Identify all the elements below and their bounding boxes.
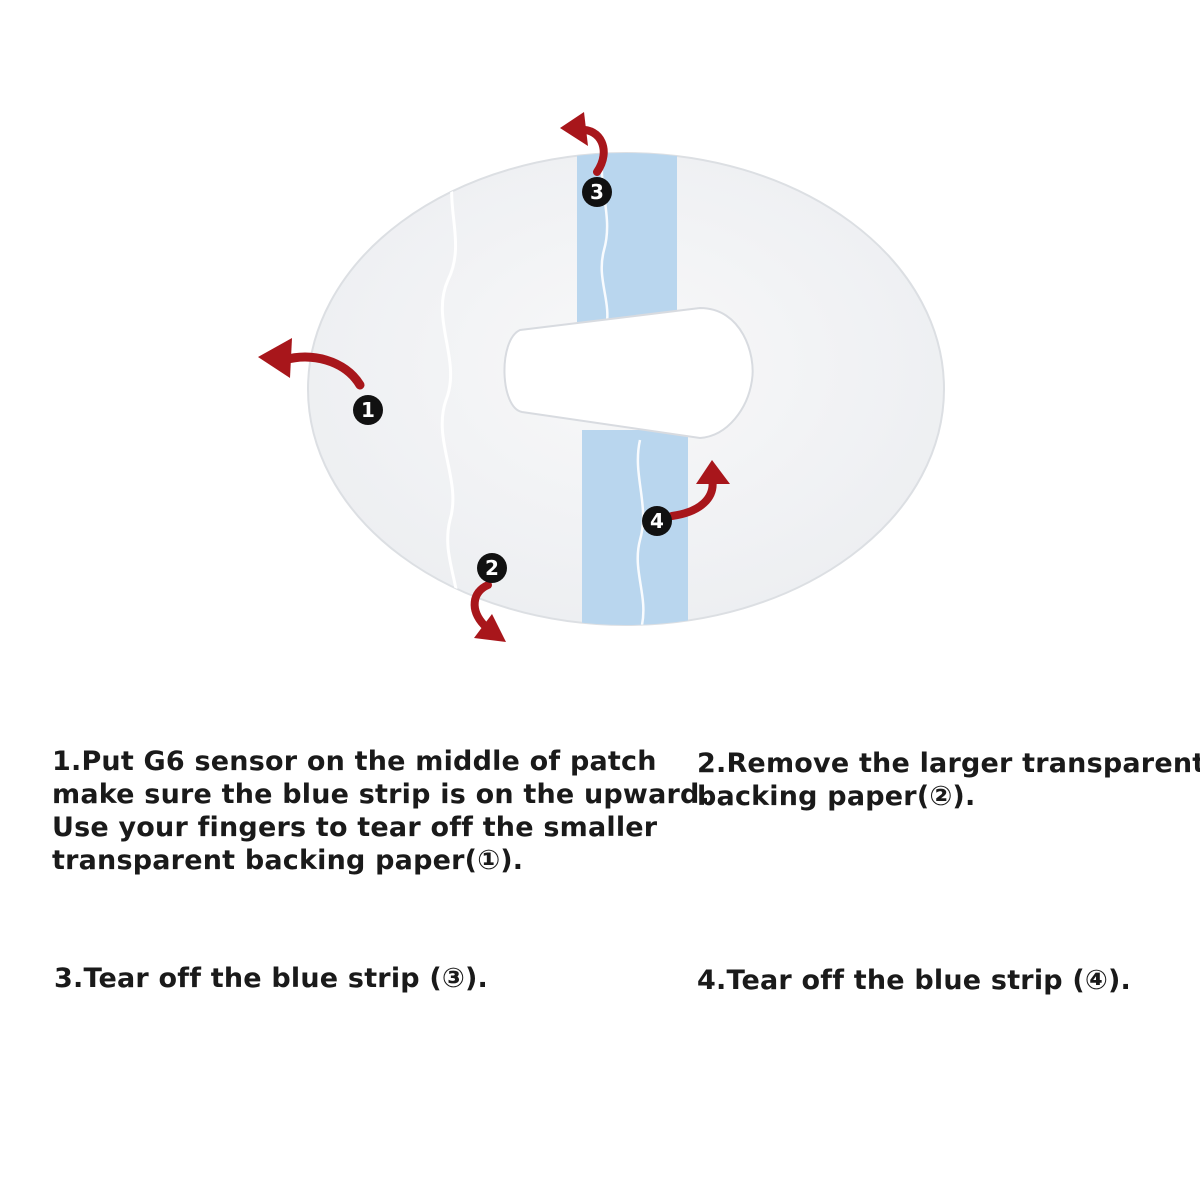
instruction-line: make sure the blue strip is on the upwar… [52,779,710,810]
blue-strip-top [577,153,677,335]
seam-line-left [440,159,461,625]
instruction-step-4: 4.Tear off the blue strip (④). [697,964,1131,997]
seam-line-strip-bottom [636,439,645,625]
instruction-line: 3.Tear off the blue strip (③). [54,963,488,994]
sensor-hole [503,306,754,440]
adhesive-patch [307,152,945,626]
number-badge-3: 3 [582,177,612,207]
instruction-line: 1.Put G6 sensor on the middle of patch [52,746,657,777]
badge-label: 1 [361,398,375,422]
instruction-step-3: 3.Tear off the blue strip (③). [54,962,488,995]
number-badge-1: 1 [353,395,383,425]
instruction-line: transparent backing paper(①). [52,845,524,876]
instruction-line: 4.Tear off the blue strip (④). [697,965,1131,996]
instruction-line: 2.Remove the larger transparent [697,748,1200,779]
number-badge-4: 4 [642,506,672,536]
instruction-line: backing paper(②). [697,781,976,812]
curved-arrow-icon [258,338,365,390]
curved-arrow-icon [668,460,730,520]
number-badge-2: 2 [477,553,507,583]
badge-label: 3 [590,180,604,204]
badge-label: 2 [485,556,499,580]
curved-arrow-icon [560,112,608,176]
badge-label: 4 [650,509,664,533]
blue-strip-bottom [582,430,688,625]
curved-arrow-icon [470,581,506,642]
instruction-step-1: 1.Put G6 sensor on the middle of patch m… [52,745,710,877]
instruction-step-2: 2.Remove the larger transparent backing … [697,747,1200,813]
instruction-line: Use your fingers to tear off the smaller [52,812,658,843]
patch-diagram: 1 2 3 4 [258,112,945,642]
